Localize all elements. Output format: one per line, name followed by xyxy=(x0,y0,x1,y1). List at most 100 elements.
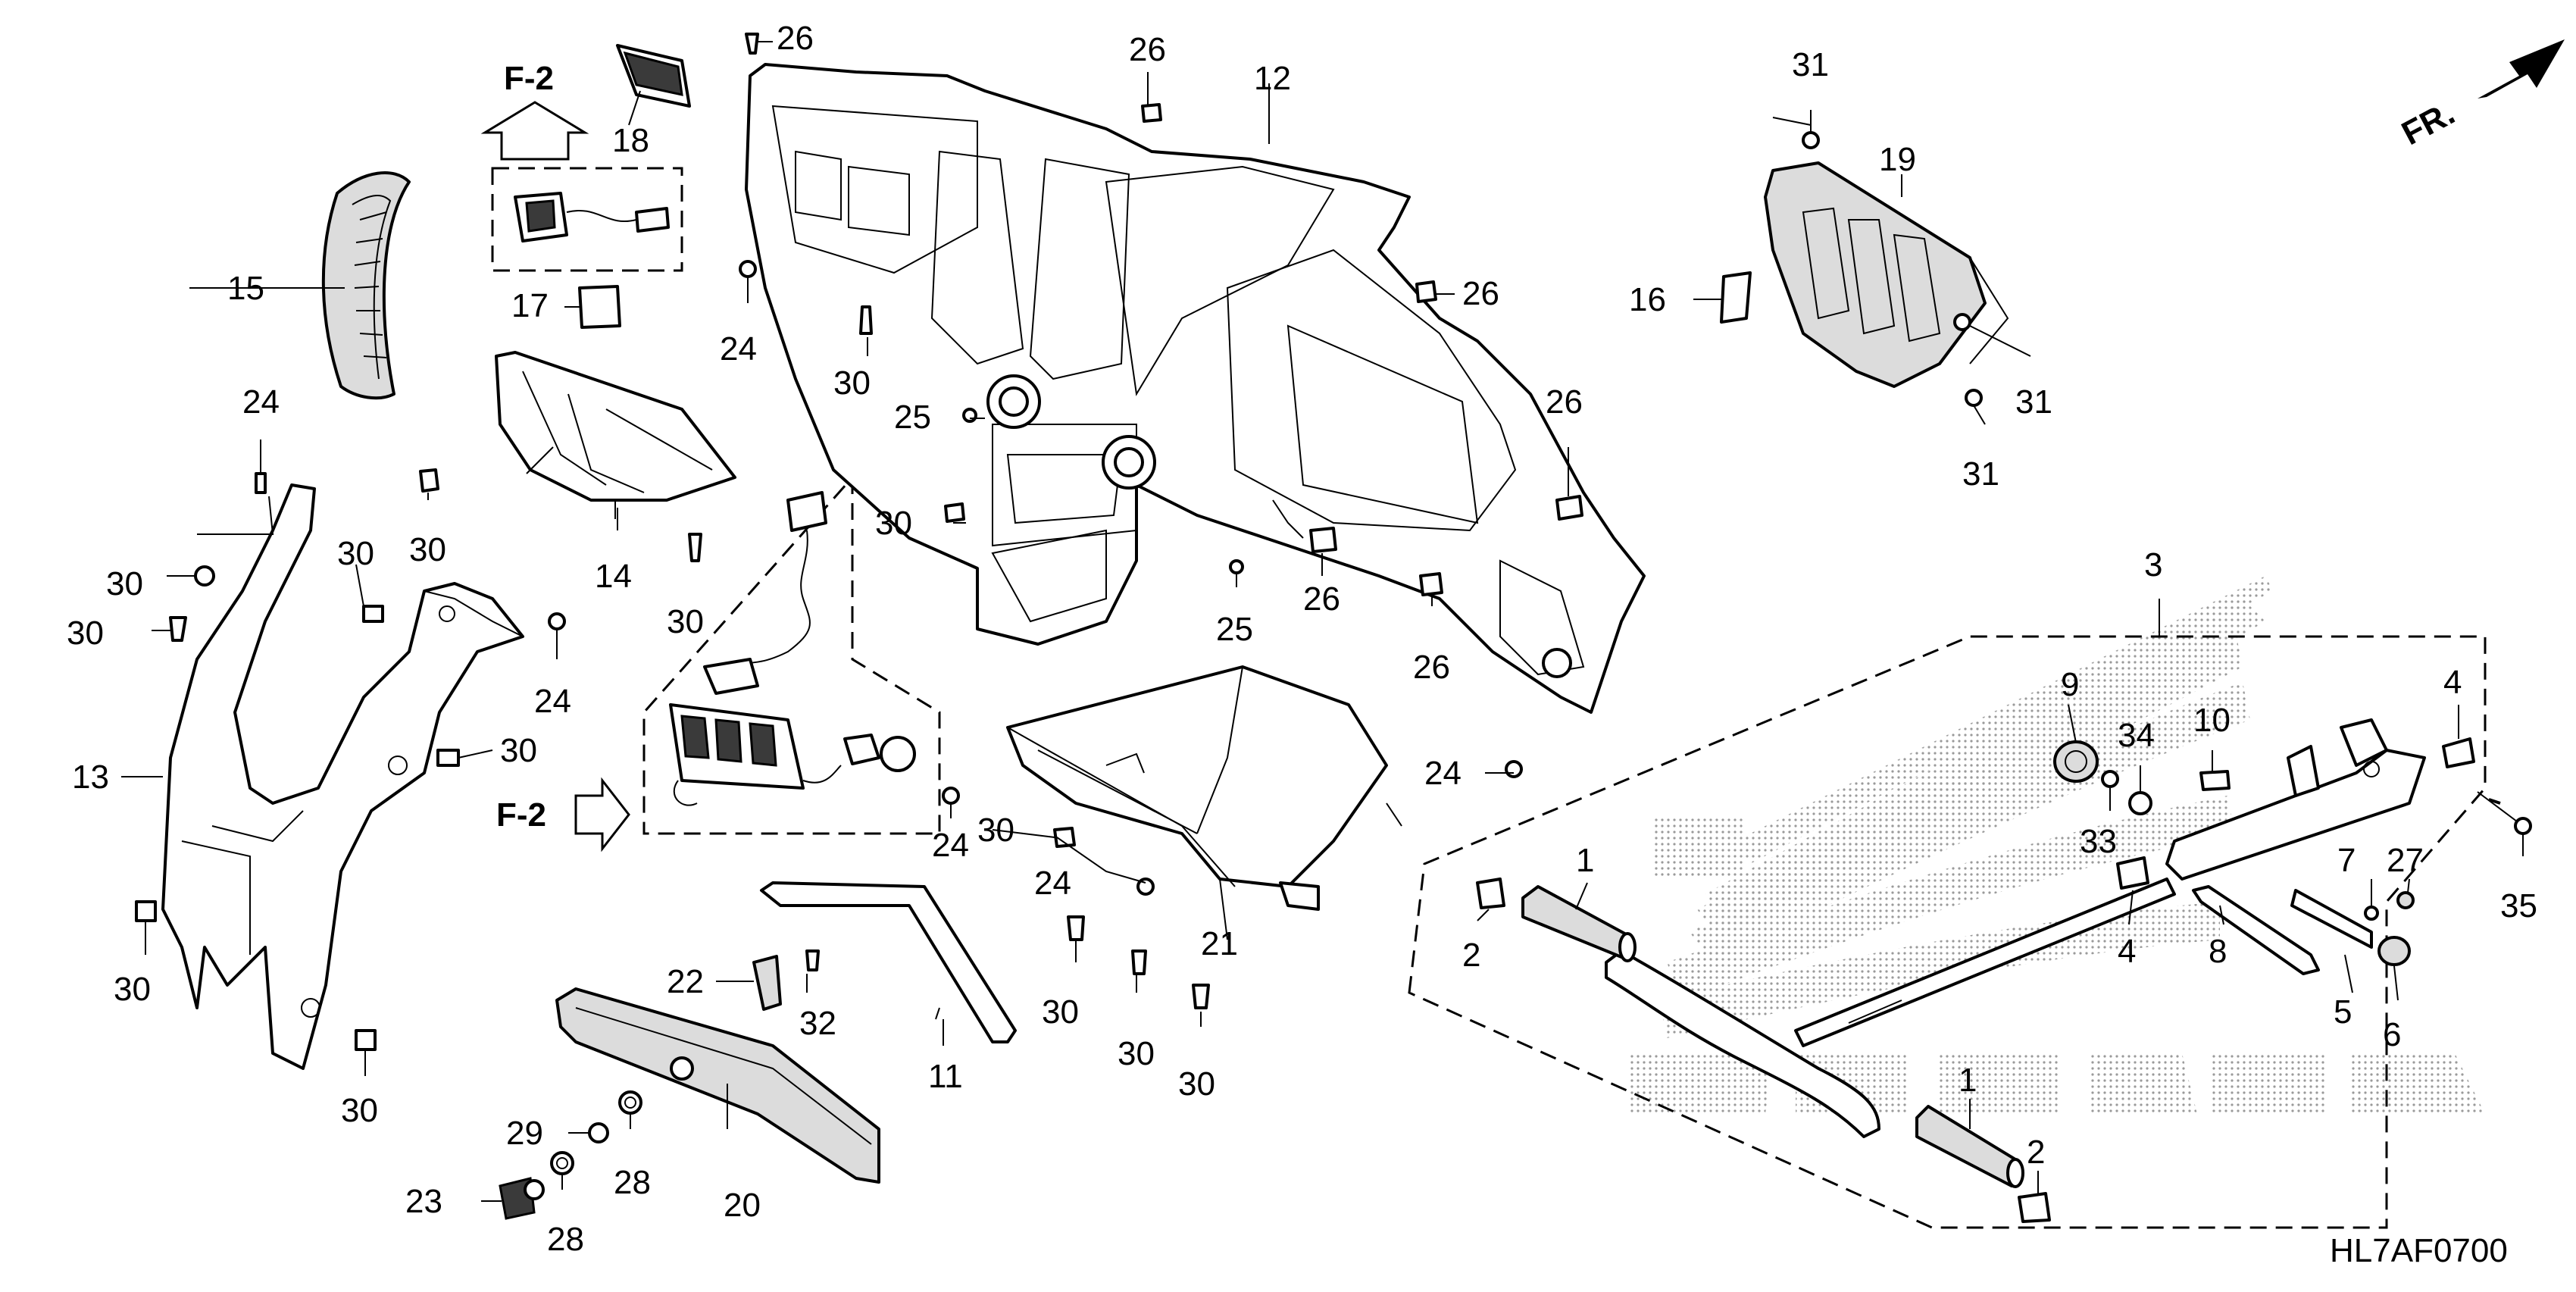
callout-30: 30 xyxy=(833,364,871,402)
callout-15: 15 xyxy=(227,270,264,307)
callout-30: 30 xyxy=(500,732,537,769)
callout-31: 31 xyxy=(2015,383,2052,421)
callout-19: 19 xyxy=(1879,141,1916,178)
lock-cylinder xyxy=(499,1177,545,1220)
callout-24: 24 xyxy=(1034,865,1071,902)
callout-26: 26 xyxy=(1546,383,1583,421)
callout-24: 24 xyxy=(1424,755,1462,792)
switch-with-lead xyxy=(514,192,670,242)
fasteners xyxy=(135,33,1983,1051)
washer xyxy=(550,1151,574,1175)
callout-9: 9 xyxy=(2061,666,2079,703)
callout-30: 30 xyxy=(409,531,446,568)
handle-bar xyxy=(1605,877,2176,1138)
callout-1: 1 xyxy=(1959,1062,1977,1099)
f2-reference-label: F-2 xyxy=(496,796,546,834)
callout-2: 2 xyxy=(1462,937,1480,974)
callout-30: 30 xyxy=(875,505,912,542)
callout-8: 8 xyxy=(2209,933,2227,970)
callout-26: 26 xyxy=(777,20,814,57)
callout-26: 26 xyxy=(1303,580,1340,618)
nut xyxy=(588,1122,609,1143)
callout-31: 31 xyxy=(1962,455,1999,493)
vent-right xyxy=(1764,161,2009,388)
lock-rod xyxy=(2192,885,2320,975)
callout-6: 6 xyxy=(2383,1016,2401,1053)
f2-reference-mid: F-2 xyxy=(496,777,630,852)
bolt-35 xyxy=(2477,791,2532,835)
callout-29: 29 xyxy=(506,1115,543,1152)
honda-watermark xyxy=(1629,576,2485,1114)
callout-1: 1 xyxy=(1576,842,1594,879)
callout-10: 10 xyxy=(2193,702,2231,739)
latch xyxy=(752,955,782,1011)
callout-14: 14 xyxy=(595,558,632,595)
harness-assembly xyxy=(669,491,916,806)
glove-box xyxy=(1006,665,1388,911)
switch-detail-box xyxy=(491,167,683,272)
washer-34 xyxy=(2128,791,2152,815)
callout-17: 17 xyxy=(511,287,549,324)
callout-2: 2 xyxy=(2027,1134,2045,1171)
end-cap-right xyxy=(2018,1192,2051,1223)
callout-30: 30 xyxy=(1118,1035,1155,1072)
pin xyxy=(2290,889,2373,949)
callout-7: 7 xyxy=(2337,842,2356,879)
callout-35: 35 xyxy=(2500,887,2537,924)
callout-24: 24 xyxy=(242,383,280,421)
callout-24: 24 xyxy=(932,827,969,864)
callout-4: 4 xyxy=(2443,664,2462,701)
callout-30: 30 xyxy=(977,812,1014,849)
callout-30: 30 xyxy=(1178,1065,1215,1103)
callout-30: 30 xyxy=(667,603,704,640)
collar xyxy=(2377,936,2411,966)
callout-20: 20 xyxy=(724,1187,761,1224)
callout-11: 11 xyxy=(928,1058,963,1095)
diagram-code: HL7AF0700 xyxy=(2330,1232,2508,1269)
cap-top xyxy=(2442,737,2475,768)
callout-27: 27 xyxy=(2387,842,2424,879)
vent-left xyxy=(321,171,411,400)
callout-24: 24 xyxy=(720,330,757,368)
f2-reference-top: F-2 xyxy=(480,60,589,161)
callout-24: 24 xyxy=(534,683,571,720)
leader-lines xyxy=(121,41,2524,1202)
callout-30: 30 xyxy=(67,615,104,652)
washer-7 xyxy=(2364,906,2379,921)
grip-left xyxy=(1521,885,1637,962)
handle-bracket xyxy=(2165,718,2426,881)
glove-box-lid xyxy=(555,987,880,1184)
callout-3: 3 xyxy=(2144,546,2162,583)
harness-detail-box xyxy=(642,474,941,835)
callout-32: 32 xyxy=(799,1005,836,1042)
clip xyxy=(2199,770,2231,791)
callout-13: 13 xyxy=(72,759,109,796)
callout-23: 23 xyxy=(405,1183,442,1220)
washer xyxy=(618,1090,642,1115)
callout-26: 26 xyxy=(1413,649,1450,686)
grip-right xyxy=(1915,1105,2024,1188)
callout-30: 30 xyxy=(106,565,143,602)
glove-box-seal xyxy=(760,881,1017,1043)
cap-bottom xyxy=(2116,856,2149,890)
small-cover-right xyxy=(1720,271,1752,324)
callout-26: 26 xyxy=(1129,31,1166,68)
callout-22: 22 xyxy=(667,963,704,1000)
usb-socket xyxy=(616,44,691,108)
direction-label: FR. xyxy=(2396,95,2461,153)
callout-labels: 26 26 12 26 26 26 26 18 15 17 24 30 25 3… xyxy=(67,20,2537,1269)
callout-21: 21 xyxy=(1201,925,1238,962)
callout-30: 30 xyxy=(1042,993,1079,1031)
end-cap-left xyxy=(1476,877,1505,909)
callout-4: 4 xyxy=(2118,933,2136,970)
callout-18: 18 xyxy=(612,122,649,159)
f2-reference-label: F-2 xyxy=(504,60,554,97)
small-cover xyxy=(578,285,621,329)
callout-25: 25 xyxy=(894,399,931,436)
callout-30: 30 xyxy=(337,535,374,572)
callout-25: 25 xyxy=(1216,611,1253,648)
callout-26: 26 xyxy=(1462,275,1499,312)
callout-33: 33 xyxy=(2080,823,2117,860)
